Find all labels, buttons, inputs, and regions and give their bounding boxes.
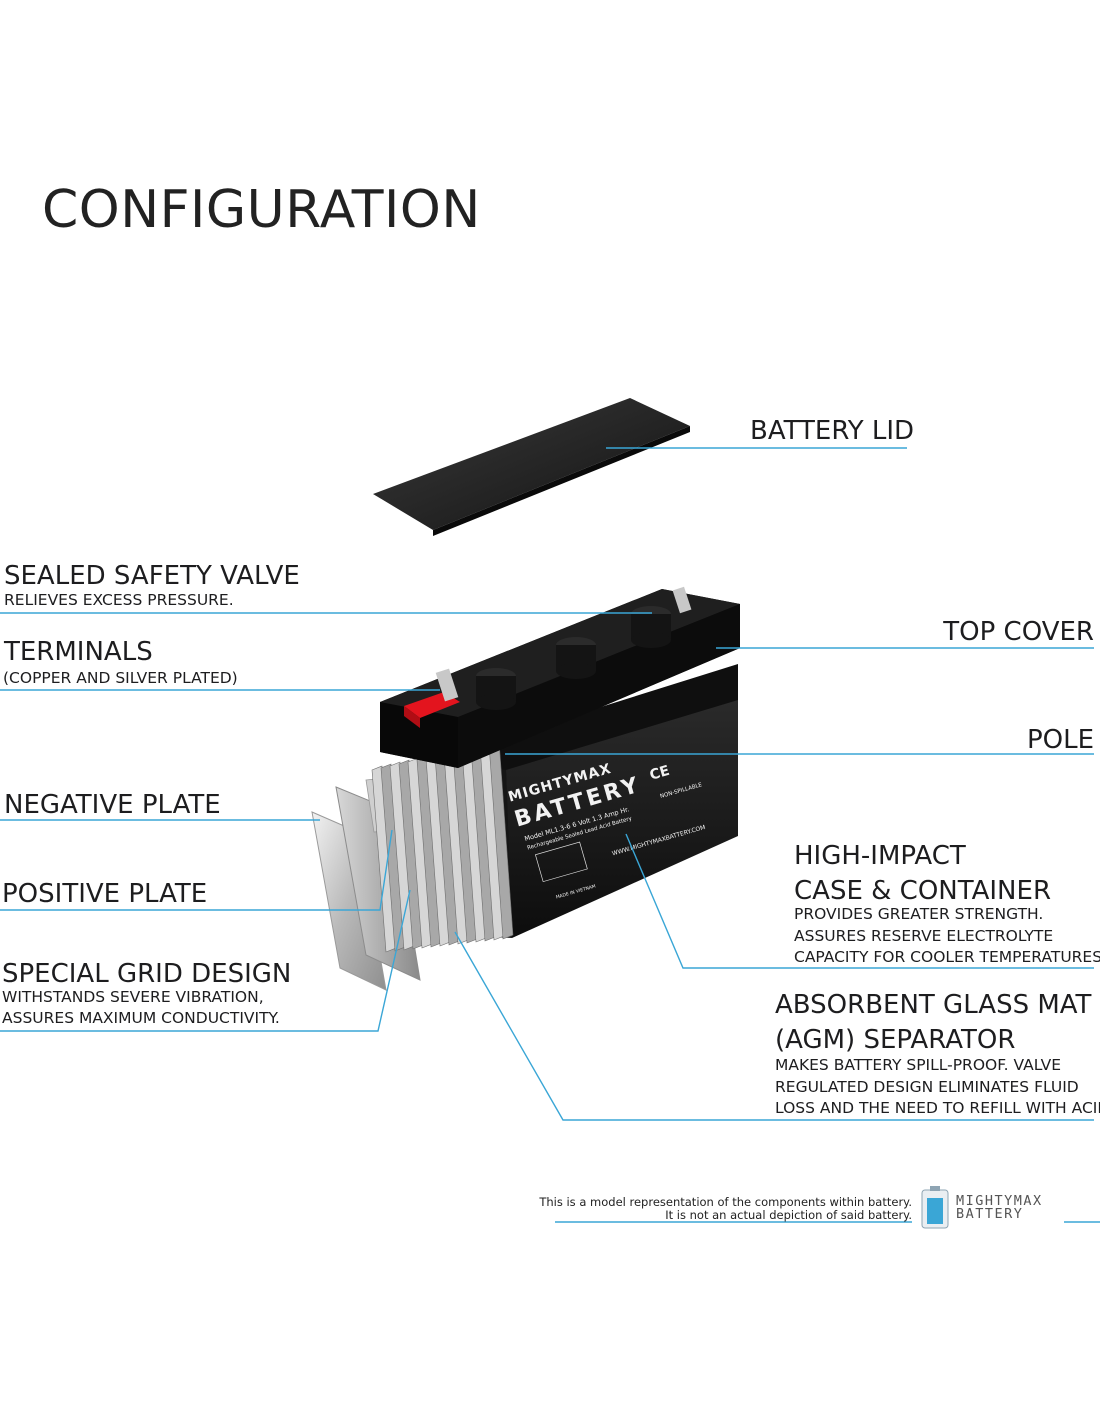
page-title: CONFIGURATION	[42, 180, 481, 240]
label-grid-desc-1: WITHSTANDS SEVERE VIBRATION,	[2, 988, 264, 1006]
disclaimer-line-1: This is a model representation of the co…	[539, 1195, 912, 1209]
disclaimer-line-2: It is not an actual depiction of said ba…	[665, 1208, 912, 1222]
leader-case	[625, 833, 1094, 969]
label-agm-heading-1: ABSORBENT GLASS MAT	[775, 990, 1092, 1020]
label-valve-desc: RELIEVES EXCESS PRESSURE.	[4, 591, 234, 609]
label-terminals-heading: TERMINALS	[4, 637, 153, 667]
label-case-heading-1: HIGH-IMPACT	[794, 841, 966, 871]
cell-plate-pack	[371, 739, 514, 953]
brand-logo: MIGHTYMAX BATTERY	[956, 1193, 1043, 1222]
battery-lid	[373, 398, 690, 536]
label-case-desc-3: CAPACITY FOR COOLER TEMPERATURES.	[794, 948, 1100, 966]
leader-agm	[454, 931, 1094, 1121]
label-case-desc-1: PROVIDES GREATER STRENGTH.	[794, 905, 1044, 923]
disclaimer: This is a model representation of the co…	[470, 1196, 912, 1222]
label-battery-lid: BATTERY LID	[750, 416, 915, 446]
leader-lines	[0, 447, 1100, 1223]
label-case-desc-2: ASSURES RESERVE ELECTROLYTE	[794, 927, 1054, 945]
label-grid-desc-2: ASSURES MAXIMUM CONDUCTIVITY.	[2, 1009, 280, 1027]
label-pole: POLE	[1026, 725, 1094, 755]
label-agm-desc-2: REGULATED DESIGN ELIMINATES FLUID	[775, 1078, 1079, 1096]
label-top-cover: TOP COVER	[943, 617, 1094, 647]
top-cover	[380, 586, 740, 768]
label-negative-plate: NEGATIVE PLATE	[4, 790, 221, 820]
logo-line-2: BATTERY	[956, 1206, 1024, 1222]
leader-positive-plate	[0, 829, 393, 911]
logo-line-1: MIGHTYMAX	[956, 1193, 1043, 1209]
label-valve-heading: SEALED SAFETY VALVE	[4, 561, 300, 591]
battery-ce: CE	[648, 763, 671, 784]
terminal-negative	[435, 668, 459, 702]
label-case-heading-2: CASE & CONTAINER	[794, 876, 1052, 906]
leader-grid	[0, 889, 411, 1032]
label-agm-desc-1: MAKES BATTERY SPILL-PROOF. VALVE	[775, 1056, 1062, 1074]
label-positive-plate: POSITIVE PLATE	[2, 879, 208, 909]
label-agm-desc-3: LOSS AND THE NEED TO REFILL WITH ACID.	[775, 1099, 1100, 1117]
label-agm-heading-2: (AGM) SEPARATOR	[775, 1025, 1016, 1055]
mightymax-logo-icon	[921, 1186, 949, 1229]
label-terminals-desc: (COPPER AND SILVER PLATED)	[3, 669, 238, 687]
label-grid-heading: SPECIAL GRID DESIGN	[2, 959, 292, 989]
terminal-positive	[672, 586, 692, 614]
